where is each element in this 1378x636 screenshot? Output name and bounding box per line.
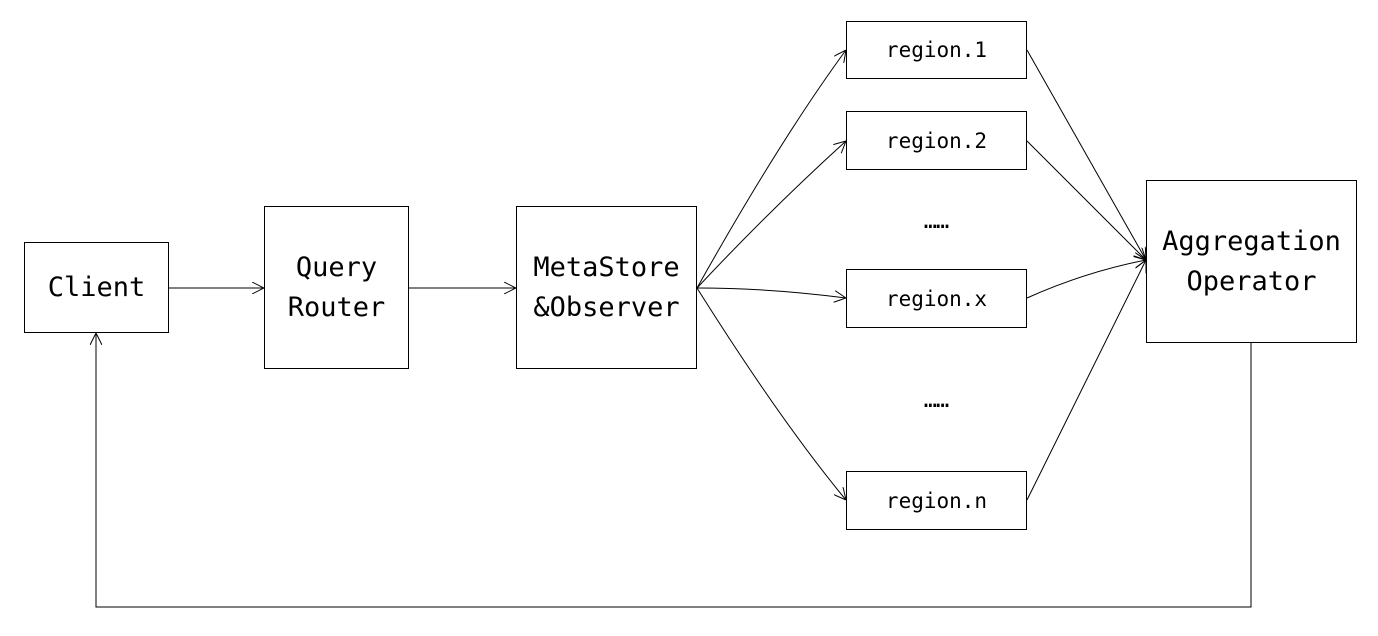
edge-meta-region-2 bbox=[696, 141, 846, 289]
client-node: Client bbox=[24, 242, 169, 333]
region-1-node: region.1 bbox=[846, 21, 1027, 79]
edge-meta-region-x bbox=[696, 287, 846, 298]
ellipsis-lower: …… bbox=[923, 388, 950, 413]
query-router-label-line1: Query bbox=[295, 251, 378, 283]
aggregation-label-line1: Aggregation bbox=[1162, 225, 1341, 257]
edge-region-x-aggregation bbox=[1026, 260, 1146, 299]
edge-region-1-aggregation bbox=[1026, 49, 1146, 260]
edge-region-2-aggregation bbox=[1026, 140, 1146, 260]
region-2-label: region.2 bbox=[885, 128, 988, 153]
metastore-label-line2: &Observer bbox=[533, 291, 680, 323]
region-n-label: region.n bbox=[885, 488, 988, 513]
region-x-label: region.x bbox=[885, 286, 988, 311]
metastore-observer-node: MetaStore &Observer bbox=[516, 206, 697, 369]
query-router-node: Query Router bbox=[264, 206, 409, 369]
query-router-label-line2: Router bbox=[287, 291, 386, 323]
region-2-node: region.2 bbox=[846, 111, 1027, 170]
metastore-label-line1: MetaStore bbox=[533, 251, 680, 283]
edge-region-n-aggregation bbox=[1026, 260, 1146, 501]
edge-meta-region-n bbox=[696, 287, 846, 500]
aggregation-operator-node: Aggregation Operator bbox=[1146, 180, 1357, 343]
region-n-node: region.n bbox=[846, 471, 1027, 530]
aggregation-label-line2: Operator bbox=[1186, 265, 1317, 297]
ellipsis-upper: …… bbox=[923, 209, 950, 234]
client-label: Client bbox=[47, 271, 146, 303]
region-x-node: region.x bbox=[846, 269, 1027, 328]
edge-aggregation-client bbox=[96, 333, 1252, 608]
edge-meta-region-1 bbox=[696, 50, 846, 289]
region-1-label: region.1 bbox=[885, 38, 988, 62]
